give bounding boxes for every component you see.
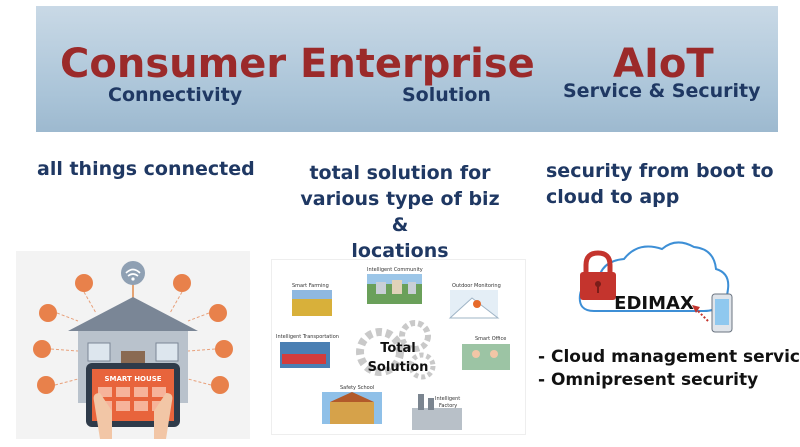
solution-center-line1: Total	[380, 341, 416, 356]
total-solution-diagram: Smart Farming Intelligent Community Outd…	[271, 259, 526, 435]
consumer-description: all things connected	[37, 156, 255, 182]
device-icon	[75, 274, 93, 292]
device-icon	[33, 340, 51, 358]
enterprise-subtitle: Solution	[402, 84, 491, 106]
description-line: cloud to app	[546, 186, 680, 208]
device-icon	[173, 274, 191, 292]
outdoor-monitoring-label: Outdoor Monitoring	[452, 283, 501, 289]
header-banner	[36, 6, 778, 132]
smart-house-illustration: SMART HOUSE	[16, 251, 250, 439]
enterprise-title: Enterprise	[300, 41, 535, 87]
safety-school-label: Safety School	[340, 385, 374, 391]
bullet-cloud-management: - Cloud management service	[538, 347, 800, 367]
device-icon	[211, 376, 229, 394]
lock-icon	[580, 250, 616, 300]
device-icon	[209, 304, 227, 322]
smart-office-label: Smart Office	[475, 336, 506, 342]
intelligent-factory-label-2: Factory	[439, 403, 457, 409]
bullet-omnipresent-security: - Omnipresent security	[538, 370, 759, 390]
description-line: security from boot to	[546, 160, 774, 182]
cloud-security-illustration: EDIMAX	[574, 239, 735, 344]
description-line: various type of biz &	[300, 188, 500, 236]
description-line: total solution for	[309, 162, 491, 184]
phone-icon	[711, 293, 733, 333]
intelligent-transportation-label: Intelligent Transportation	[276, 334, 339, 340]
tablet-label: SMART HOUSE	[104, 375, 161, 383]
intelligent-factory-label-1: Intelligent	[435, 396, 460, 402]
aiot-description: security from boot to cloud to app	[546, 158, 774, 210]
device-icon	[39, 304, 57, 322]
aiot-title: AIoT	[613, 41, 714, 87]
solution-center-line2: Solution	[368, 360, 429, 375]
consumer-title: Consumer	[60, 41, 287, 87]
edimax-logo-text: EDIMAX	[614, 293, 694, 314]
device-icon	[37, 376, 55, 394]
wifi-icon	[121, 261, 145, 285]
aiot-subtitle: Service & Security	[563, 80, 761, 102]
description-line: locations	[351, 240, 449, 262]
enterprise-description: total solution for various type of biz &…	[290, 160, 510, 264]
smart-farming-label: Smart Farming	[292, 283, 329, 289]
description-line: all things connected	[37, 158, 255, 180]
smart-office-image	[462, 344, 510, 370]
consumer-subtitle: Connectivity	[108, 84, 243, 106]
device-icon	[215, 340, 233, 358]
intelligent-community-label: Intelligent Community	[367, 267, 423, 273]
gear-icon	[356, 320, 436, 380]
intelligent-factory-image	[412, 408, 462, 430]
